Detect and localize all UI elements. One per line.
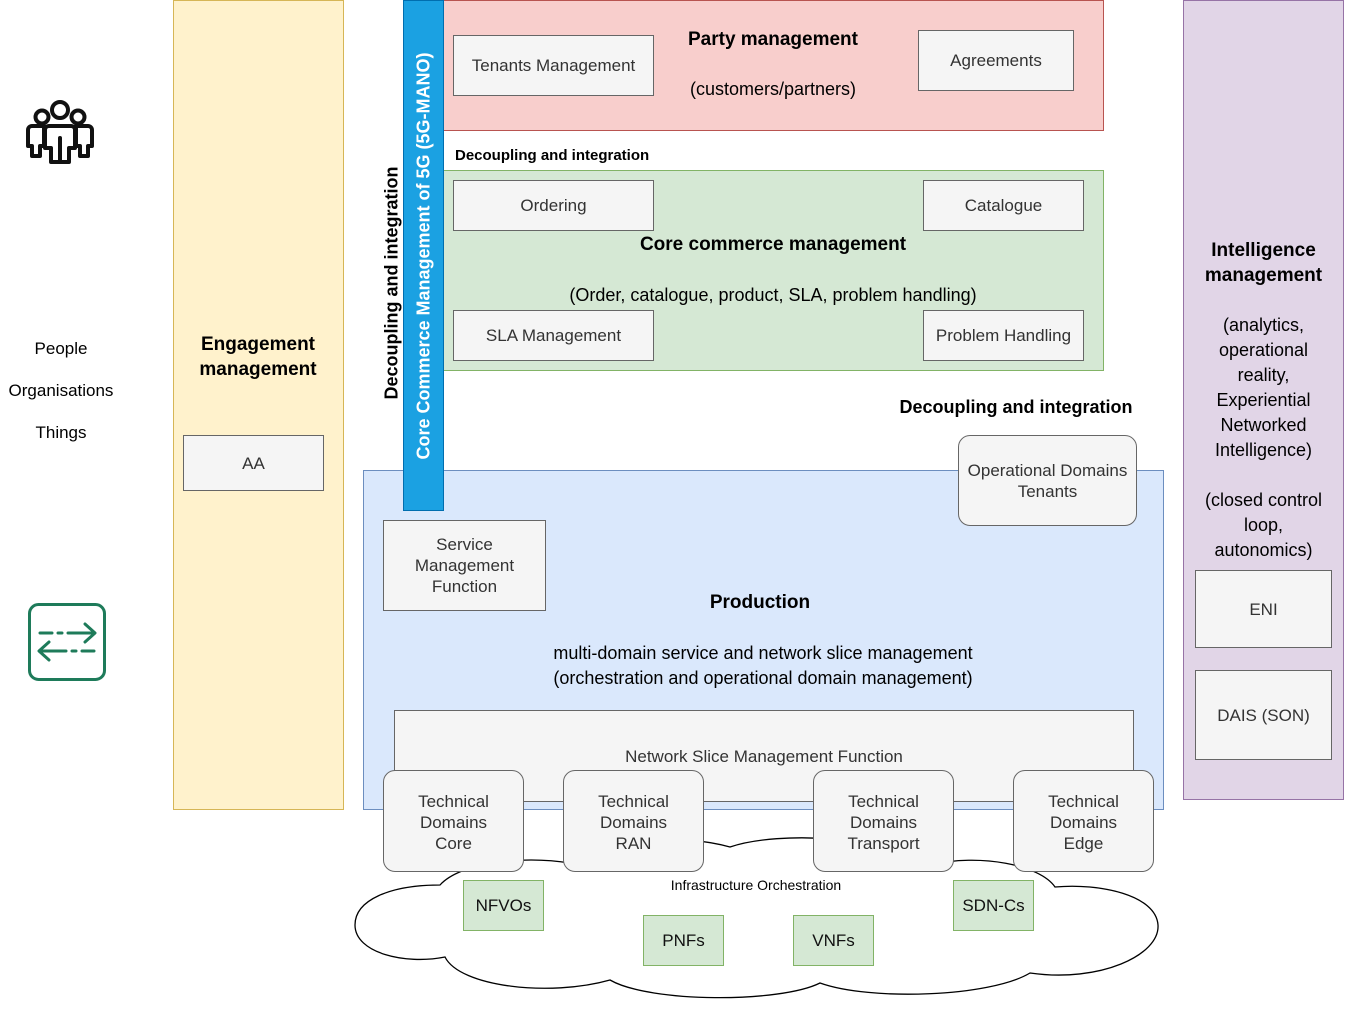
td-ran-line: Domains: [599, 813, 668, 832]
catalogue-box[interactable]: Catalogue: [923, 180, 1084, 231]
td-core-line: Technical: [418, 792, 489, 811]
core-commerce-title: Core commerce management: [639, 234, 907, 255]
td-core-line: Domains: [419, 813, 488, 832]
actor-organisations: Organisations: [8, 381, 114, 400]
td-edge-line: Edge: [1063, 834, 1104, 853]
td-edge-line: Technical: [1048, 792, 1119, 811]
decoupling-label-vertical: Decoupling and integration: [381, 166, 402, 400]
engagement-management-title: Engagement management: [199, 334, 317, 380]
technical-domains-core-box[interactable]: Technical Domains Core: [383, 770, 524, 872]
technical-domains-transport-box[interactable]: Technical Domains Transport: [813, 770, 954, 872]
td-core-line: Core: [435, 834, 472, 853]
tenants-management-label: Tenants Management: [471, 56, 636, 75]
smf-line: Management: [414, 556, 515, 575]
core-commerce-5g-mano-bar: Core Commerce Management of 5G (5G-MANO): [403, 0, 444, 511]
tenants-management-box[interactable]: Tenants Management: [453, 35, 654, 96]
vnfs-label: VNFs: [812, 930, 855, 950]
td-transport-line: Technical: [848, 792, 919, 811]
engagement-management-region: [173, 0, 344, 810]
catalogue-label: Catalogue: [964, 196, 1043, 215]
decoupling-label-right: Decoupling and integration: [899, 397, 1133, 417]
people-group-icon: [26, 100, 94, 164]
technical-domains-edge-box[interactable]: Technical Domains Edge: [1013, 770, 1154, 872]
sla-management-box[interactable]: SLA Management: [453, 310, 654, 361]
td-edge-line: Domains: [1049, 813, 1118, 832]
ordering-label: Ordering: [520, 196, 587, 215]
td-ran-line: Technical: [598, 792, 669, 811]
ordering-box[interactable]: Ordering: [453, 180, 654, 231]
actor-people: People: [34, 339, 88, 358]
intelligence-loop-description: (closed control loop, autonomics): [1204, 490, 1323, 560]
core-commerce-5g-mano-title: Core Commerce Management of 5G (5G-MANO): [413, 51, 433, 460]
exchange-arrows-icon: [28, 603, 106, 681]
eni-label: ENI: [1249, 599, 1278, 619]
party-management-title: Party management: [687, 29, 858, 50]
agreements-box[interactable]: Agreements: [918, 30, 1074, 91]
op-domains-line: Tenants: [1017, 481, 1078, 501]
actor-things: Things: [35, 423, 87, 442]
eni-box[interactable]: ENI: [1195, 570, 1332, 648]
party-management-subtitle: (customers/partners): [689, 79, 857, 99]
intelligence-management-region: [1183, 0, 1344, 800]
problem-handling-label: Problem Handling: [935, 326, 1072, 345]
smf-line: Service: [436, 535, 493, 554]
operational-domains-tenants-box[interactable]: Operational Domains Tenants: [958, 435, 1137, 526]
aa-box[interactable]: AA: [183, 435, 324, 491]
technical-domains-ran-box[interactable]: Technical Domains RAN: [563, 770, 704, 872]
agreements-label: Agreements: [950, 51, 1042, 70]
pnfs-label: PNFs: [662, 930, 705, 950]
production-title: Production: [709, 592, 811, 613]
smf-line: Function: [431, 577, 498, 596]
dais-son-label: DAIS (SON): [1217, 705, 1310, 725]
sdn-cs-box[interactable]: SDN-Cs: [953, 880, 1034, 931]
service-management-function-box[interactable]: Service Management Function: [383, 520, 546, 611]
decoupling-label-top: Decoupling and integration: [455, 147, 650, 164]
vnfs-box[interactable]: VNFs: [793, 915, 874, 966]
nfvos-box[interactable]: NFVOs: [463, 880, 544, 931]
production-description: multi-domain service and network slice m…: [553, 643, 973, 688]
aa-label: AA: [242, 453, 265, 473]
sla-management-label: SLA Management: [485, 326, 622, 345]
intelligence-description: (analytics, operational reality, Experie…: [1214, 315, 1313, 460]
infrastructure-cloud-shape: [354, 837, 1159, 999]
nsmf-label: Network Slice Management Function: [625, 747, 903, 766]
intelligence-management-title: Intelligence management: [1204, 240, 1323, 286]
core-commerce-subtitle: (Order, catalogue, product, SLA, problem…: [569, 285, 977, 305]
dais-son-box[interactable]: DAIS (SON): [1195, 670, 1332, 760]
infrastructure-orchestration-title: Infrastructure Orchestration: [670, 877, 842, 893]
pnfs-box[interactable]: PNFs: [643, 915, 724, 966]
td-ran-line: RAN: [615, 834, 652, 853]
nfvos-label: NFVOs: [475, 895, 532, 915]
td-transport-line: Domains: [849, 813, 918, 832]
td-transport-line: Transport: [847, 834, 920, 853]
sdn-cs-label: SDN-Cs: [962, 895, 1025, 915]
problem-handling-box[interactable]: Problem Handling: [923, 310, 1084, 361]
op-domains-line: Operational Domains: [967, 460, 1128, 480]
